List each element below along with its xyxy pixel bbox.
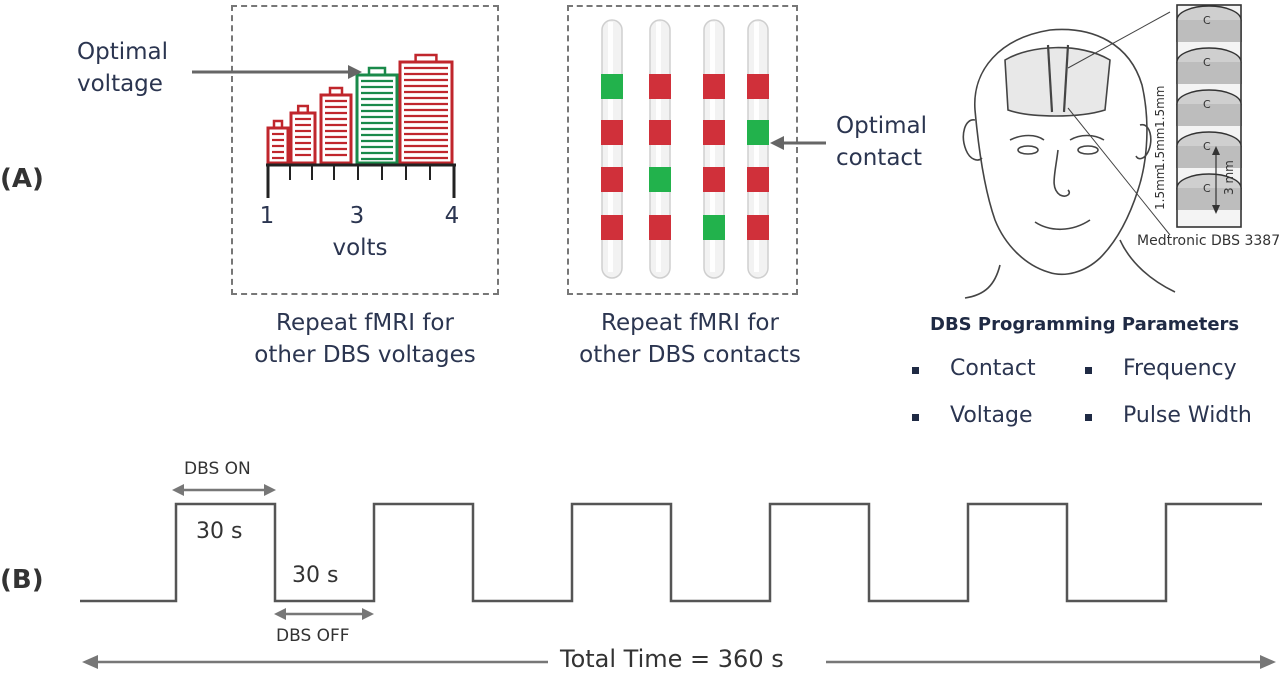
lead-detail-letter-2: C [1203,56,1211,69]
lead-detail-letter-3: C [1203,98,1211,111]
lead-3-contact-1 [703,74,725,99]
lead-detail-contact-5: C [1176,173,1242,210]
lead-2-contact-1 [649,74,671,99]
lead-1-contact-4 [601,215,623,240]
voltage-tick-1: 1 [259,203,275,229]
bullet-pulse-width [1085,414,1092,421]
lead-1 [601,19,623,279]
voltage-tick-3: 3 [349,203,365,229]
voltage-batteries [266,53,454,165]
voltage-axis [266,163,456,198]
bullet-voltage [912,414,919,421]
dbs-on-duration: 30 s [196,519,243,544]
lead-2-contact-3 [649,167,671,192]
head-illustration [962,11,1176,299]
battery-5 [398,53,454,165]
lead-4-contact-2 [747,120,769,145]
contacts-box [567,5,798,295]
lead-1-contact-2 [601,120,623,145]
lead-4 [747,19,769,279]
lead-detail-contact-2: C [1176,47,1242,84]
bullet-frequency [1085,367,1092,374]
lead-1-contact-1 [601,74,623,99]
dbs-off-label: DBS OFF [276,626,350,646]
lead-detail-letter-1: C [1203,14,1211,27]
lead-detail-contact-3: C [1176,89,1242,126]
bullet-contact [912,367,919,374]
total-time-label: Total Time = 360 s [560,645,784,673]
voltage-box [231,5,499,295]
lead-2 [649,19,671,279]
param-voltage: Voltage [950,403,1033,428]
lead-1-contact-3 [601,167,623,192]
battery-2 [289,104,317,165]
dbs-on-label: DBS ON [184,459,251,479]
voltage-caption: Repeat fMRI for other DBS voltages [254,310,476,368]
programming-title: DBS Programming Parameters [930,314,1240,335]
dbs-off-arrow [274,608,374,620]
optimal-voltage-arrow [192,65,362,79]
lead-4-contact-4 [747,215,769,240]
lead-detail-letter-4: C [1203,140,1211,153]
lead-detail-letter-5: C [1203,182,1211,195]
electrode-leads [601,19,769,279]
dbs-off-duration: 30 s [292,563,339,588]
lead-3-contact-3 [703,167,725,192]
optimal-voltage-label: Optimal voltage [77,39,169,97]
lead-3 [703,19,725,279]
panel-b-label: (B) [0,565,44,595]
lead-3-contact-4 [703,215,725,240]
lead-2-contact-4 [649,215,671,240]
battery-3 [319,86,353,165]
optimal-contact-label: Optimal contact [836,113,928,171]
lead-detail-contact-4: C [1176,131,1242,168]
total-time-arrow [82,655,1276,669]
lead-dim-b: 1.5mm [1153,85,1167,128]
voltage-axis-label: volts [332,235,388,261]
param-pulse-width: Pulse Width [1123,403,1252,428]
device-label: Medtronic DBS 3387 [1137,233,1280,249]
voltage-tick-4: 4 [444,203,460,229]
lead-3-contact-2 [703,120,725,145]
lead-2-contact-2 [649,120,671,145]
stimulation-waveform [80,502,1262,603]
battery-1 [266,119,290,165]
panel-a-label: (A) [0,164,44,194]
dbs-on-arrow [172,484,276,496]
lead-4-contact-1 [747,74,769,99]
lead-4-contact-3 [747,167,769,192]
param-contact: Contact [950,356,1036,381]
lead-dim-a: 1.5mm [1153,127,1167,170]
lead-dim-d: 3 mm [1222,160,1236,195]
dbs-lead-detail: C C C C C [1176,4,1242,228]
optimal-contact-arrow [770,136,826,150]
lead-detail-contact-1: C [1176,5,1242,42]
lead-dim-c: 1.5mm [1153,167,1167,210]
param-frequency: Frequency [1123,356,1237,381]
contacts-caption: Repeat fMRI for other DBS contacts [579,310,801,368]
battery-4 [355,66,399,165]
